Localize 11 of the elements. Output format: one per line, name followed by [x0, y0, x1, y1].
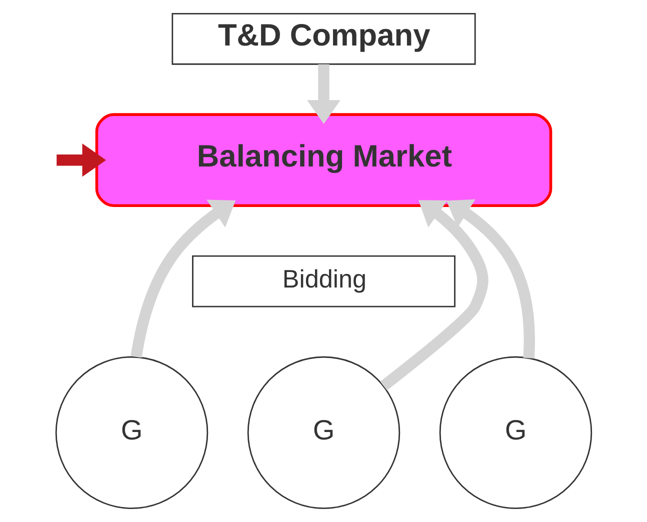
- node-circle: G: [55, 356, 208, 510]
- arrow: [130, 200, 236, 358]
- arrow: [307, 64, 340, 124]
- arrow: [446, 199, 535, 358]
- node-box: Balancing Market: [95, 113, 552, 208]
- node-circle: G: [247, 356, 400, 510]
- node-box: Bidding: [192, 255, 456, 308]
- node-circle: G: [439, 356, 592, 510]
- node-box: T&D Company: [172, 12, 476, 65]
- arrow: [380, 200, 488, 390]
- arrow: [56, 143, 106, 177]
